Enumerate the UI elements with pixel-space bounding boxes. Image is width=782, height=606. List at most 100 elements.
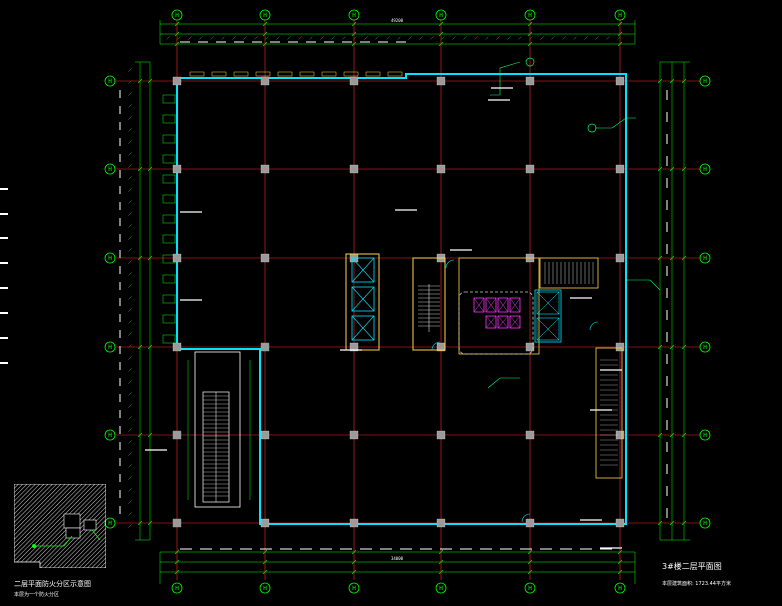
axis-bubble-bottom-label: H (439, 585, 443, 592)
dim-subtick (128, 152, 132, 156)
dim-subtick (518, 36, 522, 40)
dim-subtick (128, 440, 132, 444)
axis-bubble-top-label: H (618, 12, 622, 19)
structural-column (260, 164, 270, 174)
fire-zone-keyplan (13, 483, 107, 569)
window (162, 134, 176, 144)
door-swing (589, 321, 599, 331)
service-shaft (534, 289, 562, 343)
callout-bubble (525, 57, 535, 67)
dim-subtick (128, 272, 132, 276)
dim-subtick (128, 332, 132, 336)
axis-bubble-top (435, 9, 447, 21)
window (162, 234, 176, 244)
elevator-x (351, 257, 375, 283)
leader (595, 117, 636, 129)
dim-subtick (375, 36, 379, 40)
keyplan-title: 二层平面防火分区示意图 (14, 580, 91, 588)
dim-subtick (128, 164, 132, 168)
structural-column (349, 164, 359, 174)
window (162, 114, 176, 124)
dim-subtick (309, 36, 313, 40)
axis-bubble-bottom (614, 582, 626, 594)
structural-column (349, 518, 359, 528)
dim-subtick (342, 36, 346, 40)
dim-subtick (441, 36, 445, 40)
structural-column (615, 76, 625, 86)
dim-subtick (128, 500, 132, 504)
toilet-stall (497, 315, 509, 329)
axis-bubble-top-label: H (439, 12, 443, 19)
window (233, 71, 249, 77)
dim-subtick (128, 380, 132, 384)
axis-bubble-right (699, 252, 711, 264)
frame-tick (0, 262, 8, 264)
axis-bubble-top-label: H (528, 12, 532, 19)
axis-bubble-left (104, 429, 116, 441)
window (162, 294, 176, 304)
axis-bubble-right-label: H (703, 78, 707, 85)
elevator-core (345, 253, 380, 351)
axis-bubble-left-label: H (108, 255, 112, 262)
structural-column (260, 253, 270, 263)
axis-bubble-bottom (435, 582, 447, 594)
axis-bubble-left-label: H (108, 432, 112, 439)
toilet-x (485, 315, 497, 329)
dim-subtick (496, 36, 500, 40)
dim-subtick (199, 36, 203, 40)
dim-subtick (188, 36, 192, 40)
dim-subtick (430, 36, 434, 40)
window (321, 71, 337, 77)
dim-subtick (128, 212, 132, 216)
axis-bubble-right-label: H (703, 432, 707, 439)
dim-text-top-overall: 49200 (391, 18, 404, 23)
structural-column (172, 76, 182, 86)
dim-subtick (386, 36, 390, 40)
structural-column (172, 253, 182, 263)
dim-subtick (128, 104, 132, 108)
axis-bubble-bottom (171, 582, 183, 594)
dim-subtick (128, 416, 132, 420)
axis-bubble-right (699, 429, 711, 441)
elevator-shaft (351, 286, 375, 312)
structural-column (261, 343, 269, 351)
dim-subtick (128, 320, 132, 324)
window (162, 154, 176, 164)
dim-subtick (364, 36, 368, 40)
stair-core (412, 257, 446, 351)
window (162, 274, 176, 284)
dim-subtick (507, 36, 511, 40)
dim-subtick (128, 248, 132, 252)
axis-bubble-bottom-label: H (618, 585, 622, 592)
dim-subtick (243, 36, 247, 40)
dim-subtick (128, 140, 132, 144)
dim-subtick (128, 512, 132, 516)
dim-subtick (408, 36, 412, 40)
toilet-x (497, 315, 509, 329)
structural-column (436, 76, 446, 86)
dim-subtick (166, 36, 170, 40)
structural-column (172, 342, 182, 352)
axis-bubble-bottom-label: H (528, 585, 532, 592)
plan-title: 3#楼二层平面图 (662, 562, 722, 571)
structural-column (615, 342, 625, 352)
window (277, 71, 293, 77)
dim-subtick (128, 524, 132, 528)
dim-subtick (128, 308, 132, 312)
dim-subtick (128, 116, 132, 120)
window (255, 71, 271, 77)
dim-subtick (298, 36, 302, 40)
leader (487, 377, 520, 389)
axis-bubble-bottom (259, 582, 271, 594)
structural-column (349, 342, 359, 352)
toilet-stall (485, 315, 497, 329)
dim-subtick (128, 188, 132, 192)
leader (490, 61, 521, 96)
frame-tick (0, 287, 8, 289)
lobby-outline (458, 291, 534, 355)
door-swing (431, 341, 441, 351)
structural-column (260, 518, 270, 528)
window (365, 71, 381, 77)
dim-subtick (595, 36, 599, 40)
